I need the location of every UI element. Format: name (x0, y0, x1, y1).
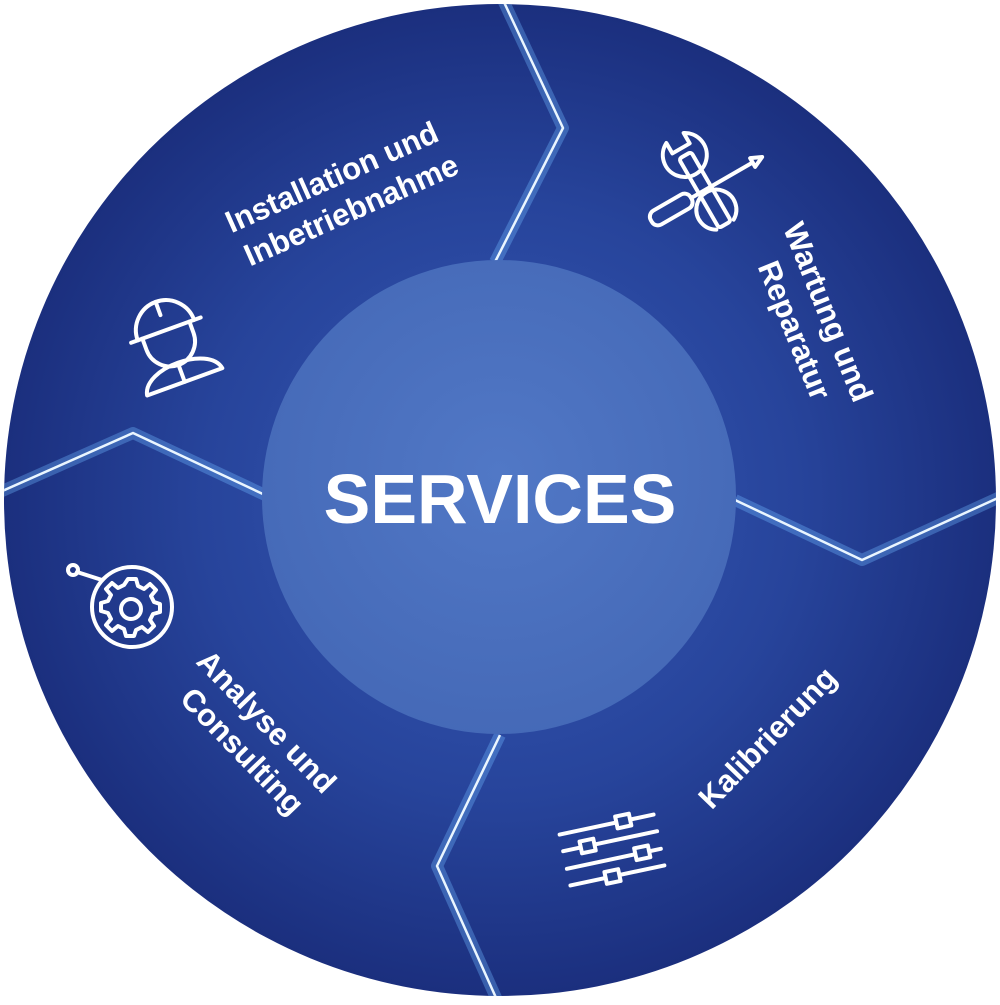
slider-controls-icon (557, 811, 667, 888)
divider-top (493, 4, 565, 263)
divider-right (734, 495, 996, 562)
center-title: SERVICES (324, 460, 677, 538)
divider-bottom (435, 734, 502, 996)
divider-left (4, 431, 266, 497)
wrench-screwdriver-icon (647, 131, 765, 232)
worker-helmet-icon (129, 298, 225, 398)
center-circle (262, 260, 736, 734)
gear-magnifier-icon (66, 563, 174, 649)
